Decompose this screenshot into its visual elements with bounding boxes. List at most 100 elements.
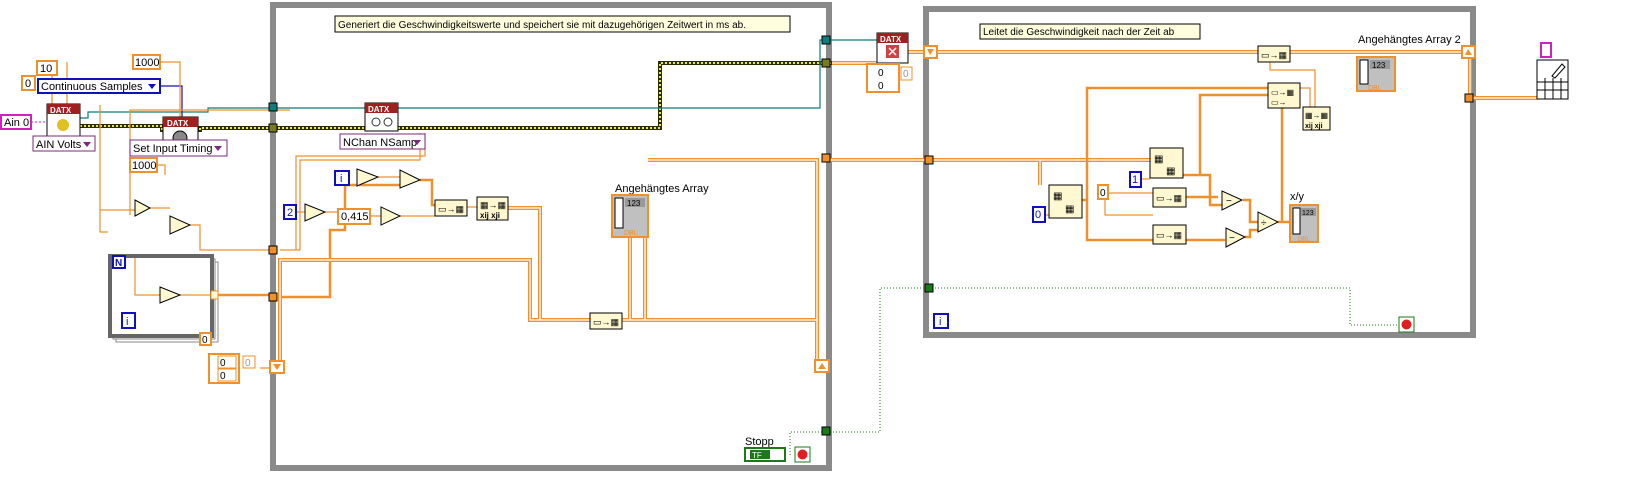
build-array-node[interactable]: ▭→▦ [1257,45,1291,63]
close-icon [886,45,899,58]
svg-text:÷: ÷ [1261,218,1267,229]
transpose-array-node[interactable]: ▦→▦xij xji [1302,106,1331,131]
delimiter-constant[interactable] [1540,42,1552,58]
svg-text:0: 0 [202,335,208,346]
datx-read-vi[interactable]: DATX [364,102,399,132]
sun-icon [57,119,69,131]
loop-condition[interactable] [1398,316,1415,333]
constant-factor[interactable]: 0,415 [337,208,371,225]
svg-text:i: i [340,173,342,185]
sequence-frame-1[interactable] [270,2,832,471]
svg-text:1000: 1000 [135,57,159,69]
svg-text:0: 0 [1035,209,1041,221]
stop-label: Stopp [745,436,774,448]
svg-text:▦→▦: ▦→▦ [480,200,506,210]
svg-text:DATX: DATX [167,119,189,128]
svg-text:▭→▦: ▭→▦ [1261,50,1287,60]
svg-text:Generiert die Geschwindigkeits: Generiert die Geschwindigkeitswerte und … [338,20,746,31]
comment-frame-1: Generiert die Geschwindigkeitswerte und … [334,15,791,33]
dropdown-arrow-icon [413,140,421,145]
svg-text:0: 0 [220,358,226,369]
channel-type-ring[interactable]: AIN Volts [32,135,96,152]
tunnel [268,245,278,255]
channel-constant[interactable]: Ain 0 [0,114,32,130]
stop-condition[interactable] [794,446,811,463]
timing-mode-ring[interactable]: Set Input Timing [129,139,228,157]
read-mode-ring[interactable]: NChan NSamp [339,133,426,150]
shift-register-left-2 [923,45,938,59]
build-array-node[interactable]: ▭→▦ [1152,187,1187,208]
sample-mode-enum[interactable]: Continuous Samples [37,78,161,94]
svg-text:▭→▦: ▭→▦ [1156,230,1182,240]
constant-10[interactable]: 10 [36,60,58,76]
svg-text:DBL: DBL [1368,85,1382,92]
build-array-node[interactable]: ▭→▦ [589,312,623,330]
loop-iteration-terminal: i [121,312,136,329]
transpose-array-node[interactable]: ▦→▦xij xji [476,196,509,221]
svg-text:1000: 1000 [132,160,156,172]
build-array-node[interactable]: ▭→▦ [434,199,468,217]
constant-rate[interactable]: 1000 [132,54,161,70]
loop-tunnel-constant: 0 [199,332,212,346]
svg-text:−: − [1226,196,1232,207]
svg-text:123: 123 [627,199,641,208]
divide-node[interactable] [134,199,152,217]
while-loop-frame-2[interactable] [923,6,1476,338]
loop-multiply-node[interactable] [159,286,182,304]
iteration-terminal: i [334,170,350,186]
add-node[interactable] [399,169,422,189]
initial-cluster-constant[interactable]: 0 0 0 [208,353,256,384]
constant-1[interactable]: 1 [1129,171,1142,188]
multiply-node[interactable] [169,215,192,235]
constant-0[interactable]: 0 [21,75,36,91]
svg-text:123: 123 [1302,210,1314,217]
svg-text:10: 10 [40,63,52,75]
divide-node[interactable]: ÷ [1257,211,1280,233]
svg-text:DATX: DATX [50,106,72,115]
datx-create-channel-vi[interactable]: DATX [46,103,81,137]
array-subset-node[interactable]: ▦▦ [1149,147,1184,179]
svg-text:▭→▦: ▭→▦ [593,317,619,327]
svg-text:▦: ▦ [1053,191,1062,202]
constant-samples[interactable]: 1000 [129,157,158,173]
stop-tunnel [821,426,831,436]
subtract-node[interactable]: − [1221,190,1244,211]
stop-tunnel-in [924,283,934,293]
write-spreadsheet-vi[interactable] [1536,59,1569,100]
shift-register-right [814,359,830,373]
dropdown-arrow-icon [83,142,91,147]
tunnel-out [821,153,831,163]
svg-text:Set Input Timing: Set Input Timing [133,143,213,155]
svg-text:DATX: DATX [368,105,390,114]
svg-text:Ain 0: Ain 0 [4,117,29,129]
multiply-node[interactable] [380,206,402,226]
indicator2-label: Angehängtes Array 2 [1358,34,1461,46]
build-array-node[interactable]: ▭→▦ [1152,224,1187,245]
array-subset-node[interactable]: ▦▦ [1048,184,1083,219]
svg-text:NChan NSamp: NChan NSamp [343,137,417,149]
constant-0-numeric[interactable]: 0 [1097,184,1109,200]
multiply-node[interactable] [304,203,327,222]
datx-clear-vi[interactable]: DATX [876,32,909,64]
svg-text:0: 0 [220,371,226,382]
constant-0-index[interactable]: 0 [1032,206,1046,223]
svg-text:123: 123 [1372,61,1386,70]
constant-2[interactable]: 2 [283,204,297,220]
subtract-node[interactable]: − [1225,227,1247,248]
svg-text:▭→: ▭→ [1271,98,1287,107]
svg-text:▦: ▦ [1154,154,1163,165]
svg-text:i: i [126,316,128,328]
svg-text:i: i [939,316,941,328]
multiply-node[interactable] [356,168,380,187]
svg-text:1: 1 [1132,174,1138,186]
tunnel-out [1464,93,1474,103]
svg-text:0,415: 0,415 [341,211,369,223]
svg-text:0: 0 [878,81,884,92]
svg-text:xij xji: xij xji [1305,123,1323,130]
build-array-3-node[interactable]: ▭→▦▭→ [1267,82,1301,109]
svg-text:AIN Volts: AIN Volts [36,139,82,151]
svg-text:TF: TF [752,451,762,460]
stop-boolean-terminal[interactable]: TF [744,447,786,462]
